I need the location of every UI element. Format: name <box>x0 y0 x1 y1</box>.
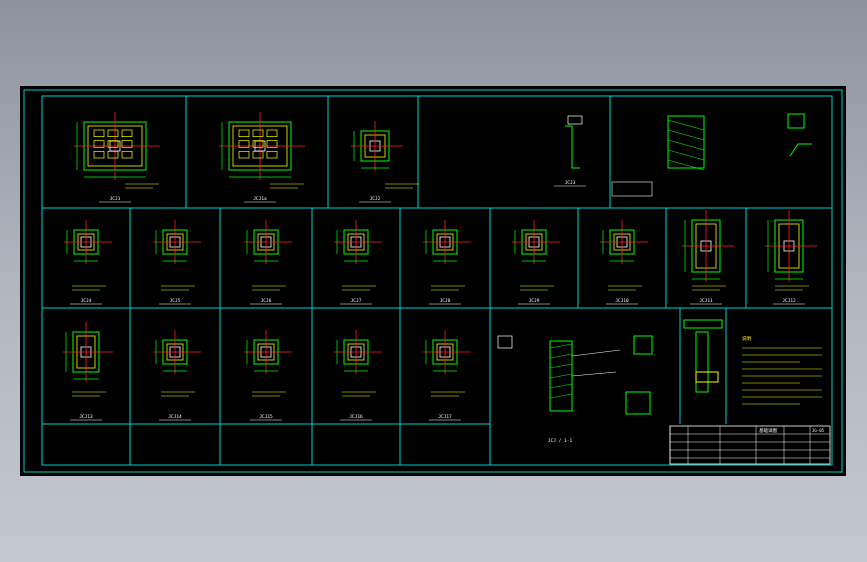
footing-cell: JCJ5 <box>153 220 201 305</box>
hatch-line <box>667 159 705 171</box>
pile-cap <box>238 150 250 159</box>
detail-label: JCJ11 <box>699 298 713 304</box>
footing-cell: JCJ6 <box>244 220 292 305</box>
pile-cap <box>121 129 133 138</box>
notes-title: 说明 <box>742 335 751 342</box>
hatch-line <box>667 149 705 161</box>
pile-cap <box>121 140 133 148</box>
pile-cap <box>107 140 119 148</box>
pile-cap <box>121 150 133 159</box>
pier-hatch <box>549 353 573 359</box>
pier-hatch <box>549 363 573 369</box>
pier-hatch <box>549 383 573 389</box>
pile-cap <box>266 129 278 138</box>
title-block-frame <box>669 425 831 465</box>
title-block-project: 基础详图 <box>759 427 777 434</box>
mini-table <box>611 181 653 197</box>
detail-label: JCJ14 <box>168 414 182 420</box>
footing-cell: JCJ15 <box>244 330 292 421</box>
detail-label: JCJ15 <box>259 414 273 420</box>
footing-cell: JCJ12 <box>765 210 817 305</box>
section-cap <box>567 115 583 125</box>
detail-label: JCJ17 <box>438 414 452 420</box>
pile-cap <box>93 150 105 159</box>
detail-label: JCJ4 <box>81 298 92 304</box>
pier-hatch <box>549 393 573 399</box>
detail-label: JCJ3 <box>565 180 576 186</box>
pile-cap <box>107 150 119 159</box>
footing-cell: JCJ1 <box>74 112 160 203</box>
footing-cell: JCJ1a <box>219 112 305 203</box>
footing-cell: JCJ16 <box>334 330 382 421</box>
pile-cap <box>93 129 105 138</box>
detail-label: JCJ13 <box>79 414 93 420</box>
footing-cell: JCJ7 <box>334 220 382 305</box>
detail-label: JCJ2 <box>370 196 381 202</box>
detail-label: JCJ1a <box>253 196 267 202</box>
mini-detail-line <box>789 143 812 157</box>
pile-cap <box>266 140 278 148</box>
hatch-line <box>667 129 705 141</box>
pile-cap <box>93 140 105 148</box>
section-line <box>565 125 580 169</box>
section-sketch: JCJ3 <box>554 115 586 187</box>
leader-line <box>571 349 621 357</box>
mini-detail <box>787 113 805 129</box>
pile-cap <box>266 150 278 159</box>
elevation-sketch <box>611 113 812 197</box>
detail-label: JCJ9 <box>529 298 540 304</box>
beam-section <box>683 319 723 329</box>
pile-cap <box>252 129 264 138</box>
title-block: 基础详图 JG-05 <box>669 425 831 465</box>
detail-label: JCJ1 <box>110 196 121 202</box>
pile-cap <box>252 150 264 159</box>
detail-label: JCJ5 <box>170 298 181 304</box>
pile-cap <box>252 140 264 148</box>
hatch-line <box>667 139 705 151</box>
footing-cell: JCJ11 <box>682 210 734 305</box>
column-plan <box>497 335 513 349</box>
sheet-outer-border <box>23 89 843 473</box>
pier-hatch <box>549 343 573 349</box>
detail-label: JCJ7 <box>351 298 362 304</box>
footing-cell: JCJ14 <box>153 330 201 421</box>
base-plate <box>625 391 651 415</box>
detail-label: JCJ8 <box>440 298 451 304</box>
anchor-plate <box>633 335 653 355</box>
footing-cell: JCJ8 <box>423 220 471 305</box>
pier-hatch <box>549 373 573 379</box>
detail-label: JCJ10 <box>615 298 629 304</box>
sheet-inner-border <box>41 95 833 466</box>
pile-cap <box>238 129 250 138</box>
elevation-frame <box>667 115 705 169</box>
footing-cell: JCJ4 <box>64 220 112 305</box>
footing-cell: JCJ10 <box>600 220 648 305</box>
detail-label: JCJ12 <box>782 298 796 304</box>
hatch-line <box>667 119 705 131</box>
pile-cap <box>238 140 250 148</box>
section-detail: JCJ / 1-1 说明 <box>497 308 822 444</box>
footing-cell: JCJ17 <box>423 330 471 421</box>
detail-label: JCJ6 <box>261 298 272 304</box>
leader-line <box>571 371 617 377</box>
title-block-number: JG-05 <box>812 428 825 433</box>
pile-cap <box>107 129 119 138</box>
bracket <box>695 371 719 383</box>
footing-cell: JCJ9 <box>512 220 560 305</box>
footing-cell: JCJ2 <box>351 121 419 203</box>
footing-cell: JCJ13 <box>63 322 113 421</box>
detail-caption: JCJ / 1-1 <box>548 438 573 444</box>
detail-label: JCJ16 <box>349 414 363 420</box>
beam-web <box>695 331 709 393</box>
